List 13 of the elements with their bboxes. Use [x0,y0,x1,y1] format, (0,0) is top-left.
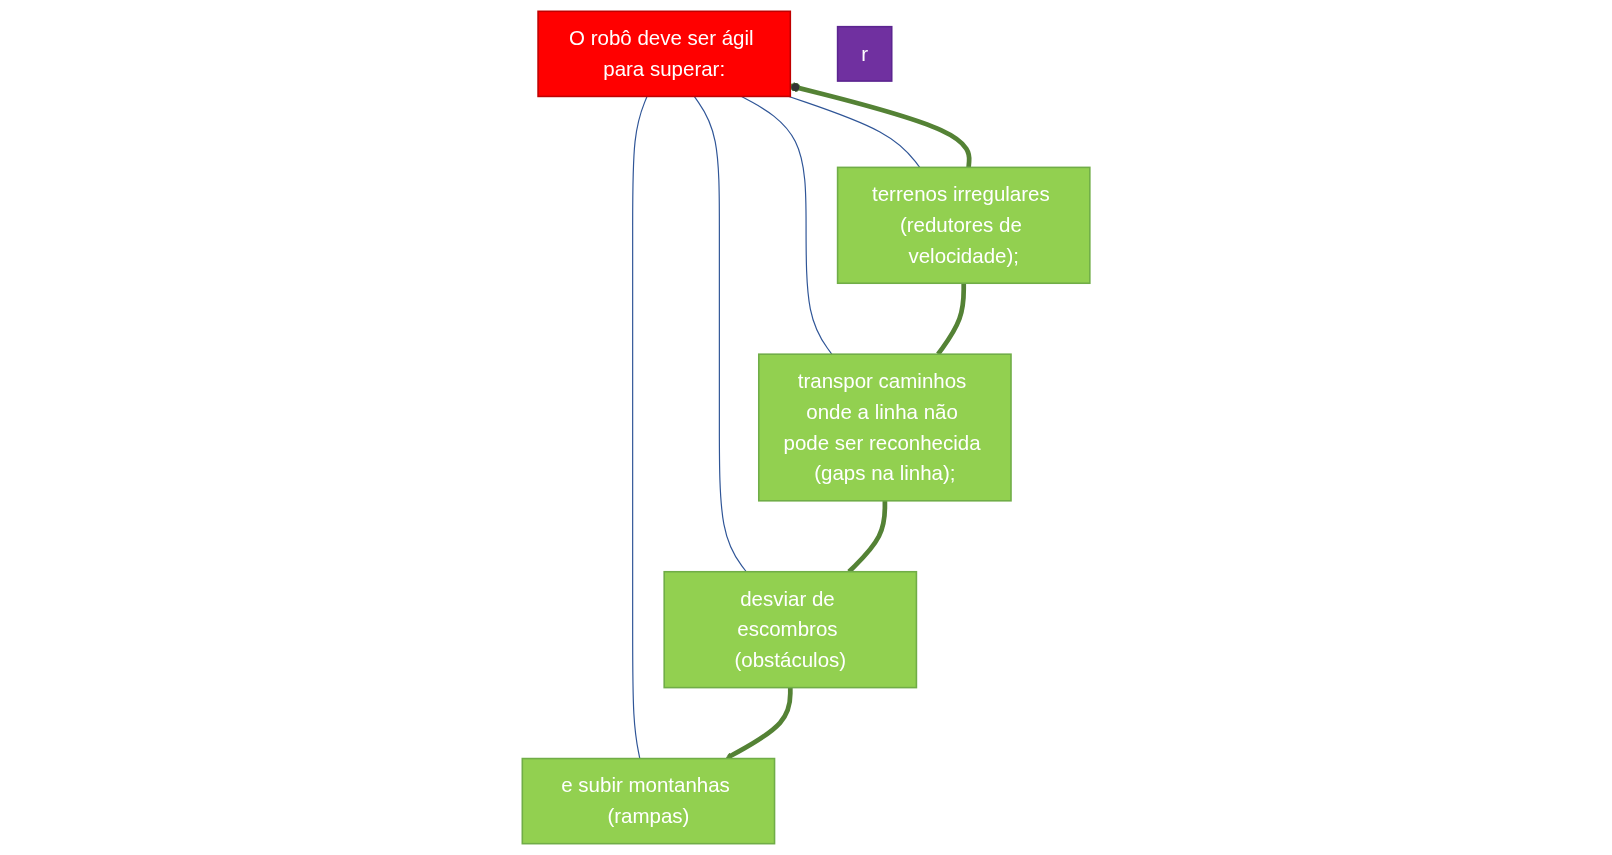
node-box: O robô deve ser ágil para superar: [537,10,791,98]
connector [740,95,833,355]
connector [936,283,966,356]
node-box: e subir montanhas (rampas) [521,757,776,845]
connector [693,95,747,573]
connector [789,82,972,168]
node-box: r [836,25,893,82]
arrow [725,687,793,760]
node-box: desviar de escombros (obstáculos) [663,570,918,689]
node-box: transpor caminhos onde a linha não pode ser reconhecida (gaps na linha); [757,353,1012,502]
connector [632,95,648,760]
connector [788,95,921,168]
node-box: terrenos irregulares (redutores de velocidade); [836,166,1091,285]
